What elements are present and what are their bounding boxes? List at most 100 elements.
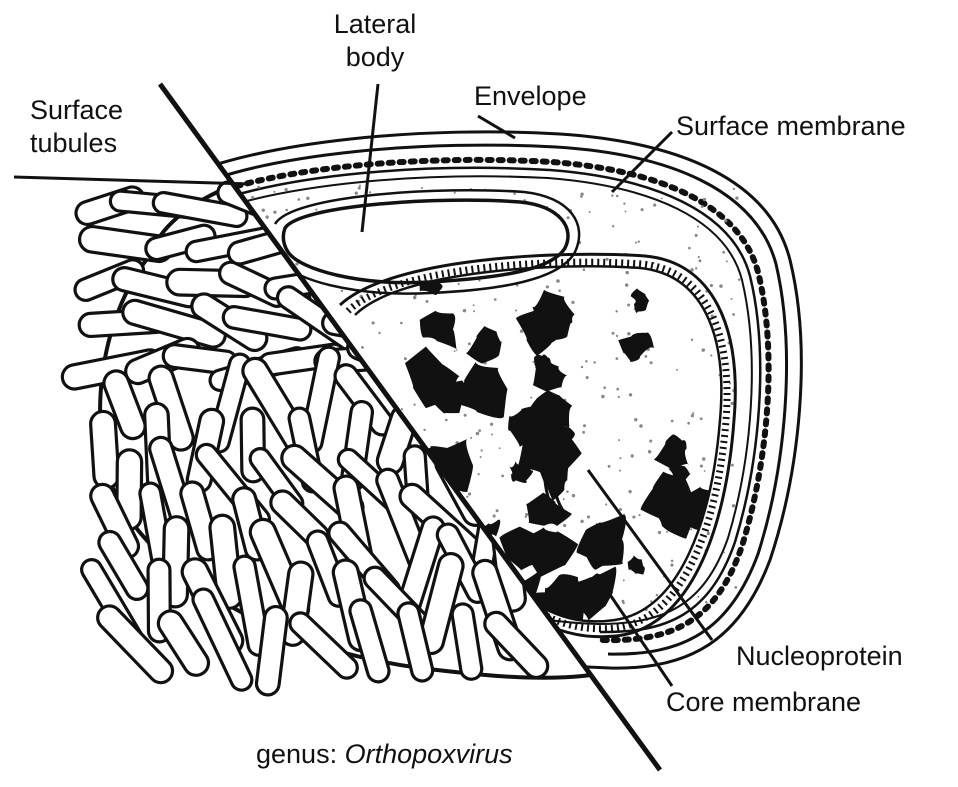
stipple-dot xyxy=(650,361,653,364)
stipple-dot xyxy=(656,594,659,597)
stipple-dot xyxy=(285,188,288,191)
stipple-dot xyxy=(476,432,480,436)
stipple-dot xyxy=(371,321,374,324)
stipple-dot xyxy=(641,208,644,211)
stipple-dot xyxy=(707,532,710,535)
stipple-dot xyxy=(612,332,615,335)
leader-envelope xyxy=(478,116,515,138)
stipple-dot xyxy=(593,361,595,363)
stipple-dot xyxy=(378,332,380,334)
stipple-dot xyxy=(480,449,482,451)
stipple-dot xyxy=(490,423,493,426)
stipple-dot xyxy=(695,267,697,269)
stipple-dot xyxy=(695,234,698,237)
stipple-dot xyxy=(520,330,523,333)
stipple-dot xyxy=(625,271,629,275)
stipple-dot xyxy=(732,313,735,316)
stipple-dot xyxy=(690,528,692,530)
stipple-dot xyxy=(473,310,475,312)
stipple-dot xyxy=(586,376,589,379)
stipple-dot xyxy=(703,198,706,201)
stipple-dot xyxy=(612,225,614,227)
stipple-dot xyxy=(491,433,493,435)
stipple-dot xyxy=(572,494,575,497)
stipple-dot xyxy=(638,514,640,516)
stipple-dot xyxy=(628,490,631,493)
stipple-dot xyxy=(732,504,735,507)
stipple-dot xyxy=(582,431,585,434)
stipple-dot xyxy=(625,211,627,213)
stipple-dot xyxy=(634,418,637,421)
stipple-dot xyxy=(585,360,587,362)
stipple-dot xyxy=(571,301,574,304)
stipple-dot xyxy=(413,296,416,299)
stipple-dot xyxy=(618,396,620,398)
stipple-dot xyxy=(734,586,737,589)
stipple-dot xyxy=(733,188,735,190)
stipple-dot xyxy=(710,354,712,356)
stipple-dot xyxy=(687,422,690,425)
label-surface-tubules-line1: Surface xyxy=(30,94,123,127)
stipple-dot xyxy=(629,393,632,396)
stipple-dot xyxy=(688,247,691,250)
stipple-dot xyxy=(601,395,605,399)
stipple-dot xyxy=(649,440,652,443)
stipple-dot xyxy=(315,209,317,211)
stipple-dot xyxy=(724,219,727,222)
stipple-dot xyxy=(580,195,583,198)
stipple-dot xyxy=(273,191,275,193)
stipple-dot xyxy=(580,520,583,523)
stipple-dot xyxy=(731,464,734,467)
stipple-dot xyxy=(618,439,620,441)
stipple-dot xyxy=(603,386,606,389)
stipple-dot xyxy=(631,454,634,457)
stipple-dot xyxy=(616,388,619,391)
stipple-dot xyxy=(691,414,694,417)
stipple-dot xyxy=(413,404,415,406)
stipple-dot xyxy=(723,552,725,554)
stipple-dot xyxy=(606,258,609,261)
stipple-dot xyxy=(726,260,728,262)
stipple-dot xyxy=(697,596,699,598)
stipple-dot xyxy=(676,369,678,371)
stipple-dot xyxy=(700,464,703,467)
stipple-dot xyxy=(445,419,448,422)
label-core-membrane: Core membrane xyxy=(666,686,861,719)
stipple-dot xyxy=(616,195,619,198)
stipple-dot xyxy=(699,259,702,262)
stipple-dot xyxy=(454,192,456,194)
caption-genus: Orthopoxvirus xyxy=(345,739,513,769)
stipple-dot xyxy=(273,211,276,214)
stipple-dot xyxy=(341,290,343,292)
stipple-dot xyxy=(653,204,656,207)
label-envelope: Envelope xyxy=(474,80,587,113)
label-surface-tubules-line2: tubules xyxy=(30,127,123,160)
stipple-dot xyxy=(426,300,429,303)
stipple-dot xyxy=(265,215,268,218)
stipple-dot xyxy=(404,357,407,360)
stipple-dot xyxy=(691,339,693,341)
stipple-dot xyxy=(530,397,532,399)
stipple-dot xyxy=(729,383,731,385)
stipple-dot xyxy=(423,429,425,431)
stipple-dot xyxy=(670,564,673,567)
stipple-dot xyxy=(625,283,628,286)
stipple-dot xyxy=(623,579,625,581)
stipple-dot xyxy=(701,205,704,208)
stipple-dot xyxy=(589,211,591,213)
stipple-dot xyxy=(494,298,497,301)
stipple-dot xyxy=(615,357,618,360)
stipple-dot xyxy=(722,251,725,254)
stipple-dot xyxy=(297,198,300,201)
label-lateral-body: Lateral body xyxy=(320,8,430,74)
stipple-dot xyxy=(632,515,635,518)
stipple-dot xyxy=(605,503,607,505)
stipple-dot xyxy=(735,196,738,199)
stipple-dot xyxy=(698,256,700,258)
stipple-dot xyxy=(355,192,358,195)
stipple-dot xyxy=(619,457,621,459)
label-lateral-body-line1: Lateral xyxy=(320,8,430,41)
stipple-dot xyxy=(501,474,504,477)
stipple-dot xyxy=(719,284,722,287)
